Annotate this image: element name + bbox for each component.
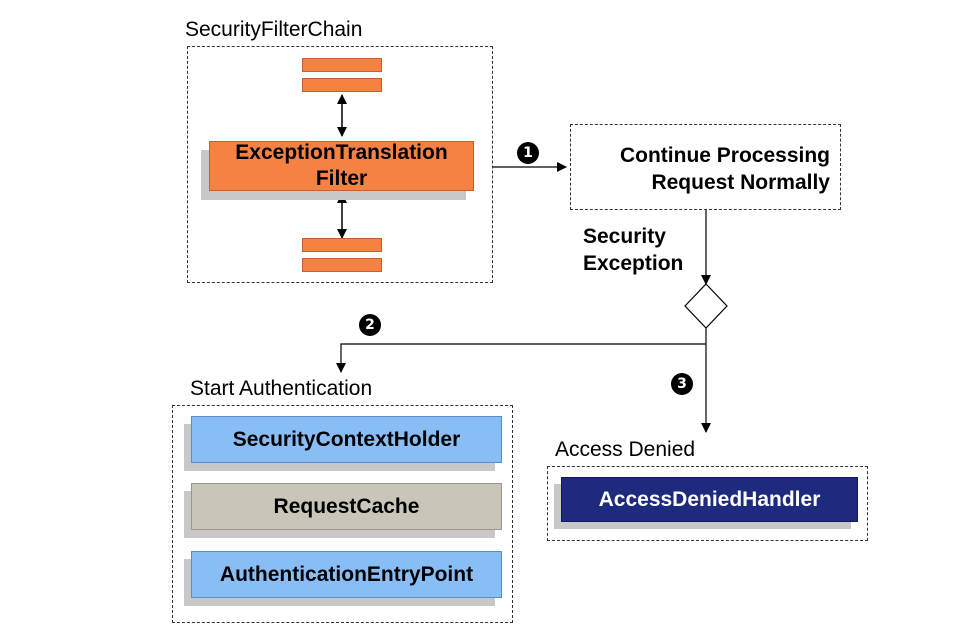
continue-processing-label: Continue Processing Request Normally — [580, 142, 830, 196]
filter-bar — [302, 58, 382, 72]
decision-diamond — [684, 283, 728, 329]
filter-bar — [302, 238, 382, 252]
access-denied-handler: AccessDeniedHandler — [561, 477, 858, 522]
start-authentication-container — [172, 405, 513, 623]
security-context-holder: SecurityContextHolder — [191, 416, 502, 463]
security-exception-label: Security Exception — [583, 223, 683, 277]
access-denied-container — [547, 466, 868, 541]
start-authentication-title: Start Authentication — [190, 377, 373, 400]
security-exception-line2: Exception — [583, 252, 684, 275]
step-badge-2: 2 — [359, 314, 381, 336]
security-exception-line1: Security — [583, 225, 666, 248]
request-cache: RequestCache — [191, 483, 502, 530]
exception-translation-filter: ExceptionTranslation Filter — [209, 141, 474, 191]
security-filter-chain-container — [187, 46, 493, 283]
access-denied-title: Access Denied — [555, 438, 696, 461]
security-filter-chain-title: SecurityFilterChain — [185, 18, 363, 41]
filter-label-line1: ExceptionTranslation — [235, 141, 448, 164]
continue-processing-box — [570, 124, 841, 210]
step-badge-3: 3 — [671, 373, 693, 395]
continue-line2: Request Normally — [651, 171, 830, 194]
filter-bar — [302, 78, 382, 92]
arrow-to-start-authentication — [336, 343, 706, 373]
filter-label-line2: Filter — [315, 167, 368, 190]
continue-line1: Continue Processing — [619, 144, 830, 167]
filter-bar — [302, 258, 382, 272]
step-badge-1: 1 — [517, 142, 539, 164]
authentication-entry-point: AuthenticationEntryPoint — [191, 551, 502, 598]
